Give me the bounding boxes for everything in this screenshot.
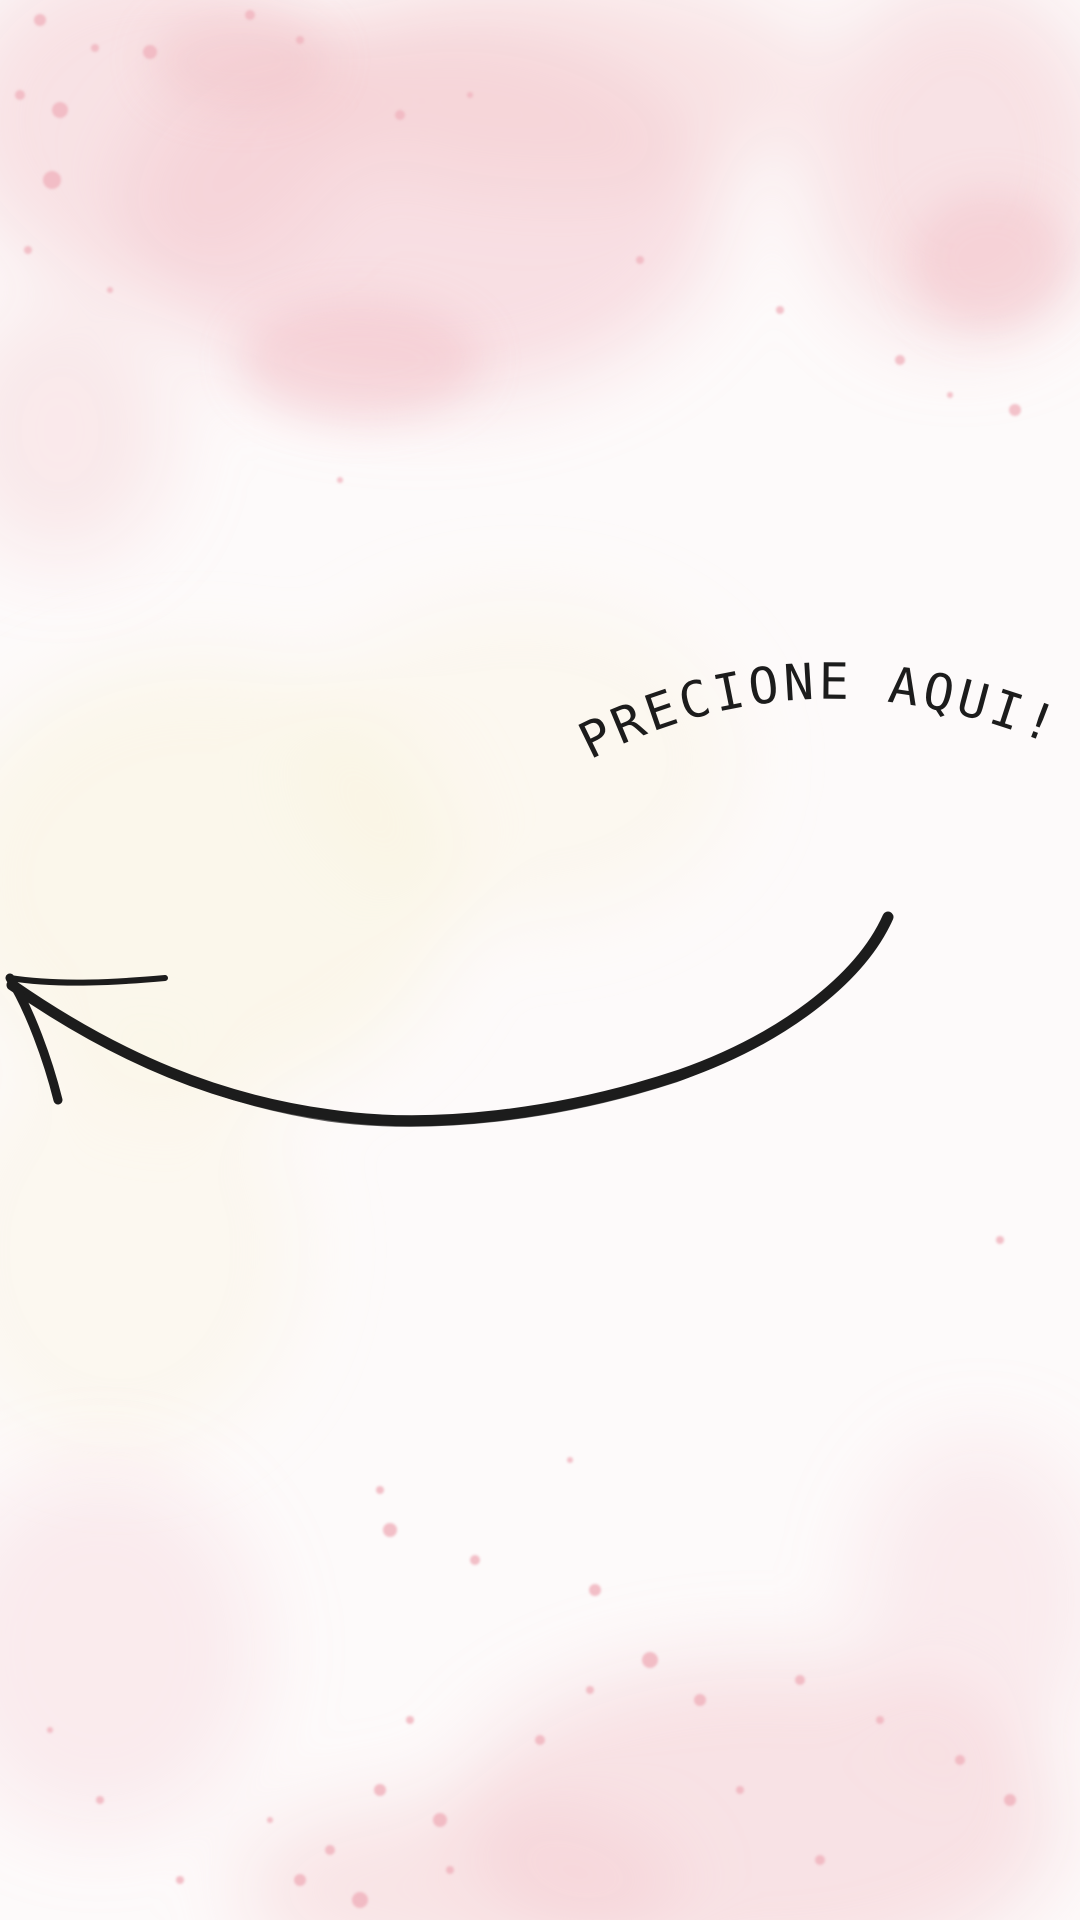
- arrow-head-lower-texture: [16, 983, 58, 1097]
- arrow-shaft-texture: [14, 923, 886, 1127]
- arrow-head-upper: [7, 975, 168, 986]
- arrow-shaft: [6, 911, 894, 1127]
